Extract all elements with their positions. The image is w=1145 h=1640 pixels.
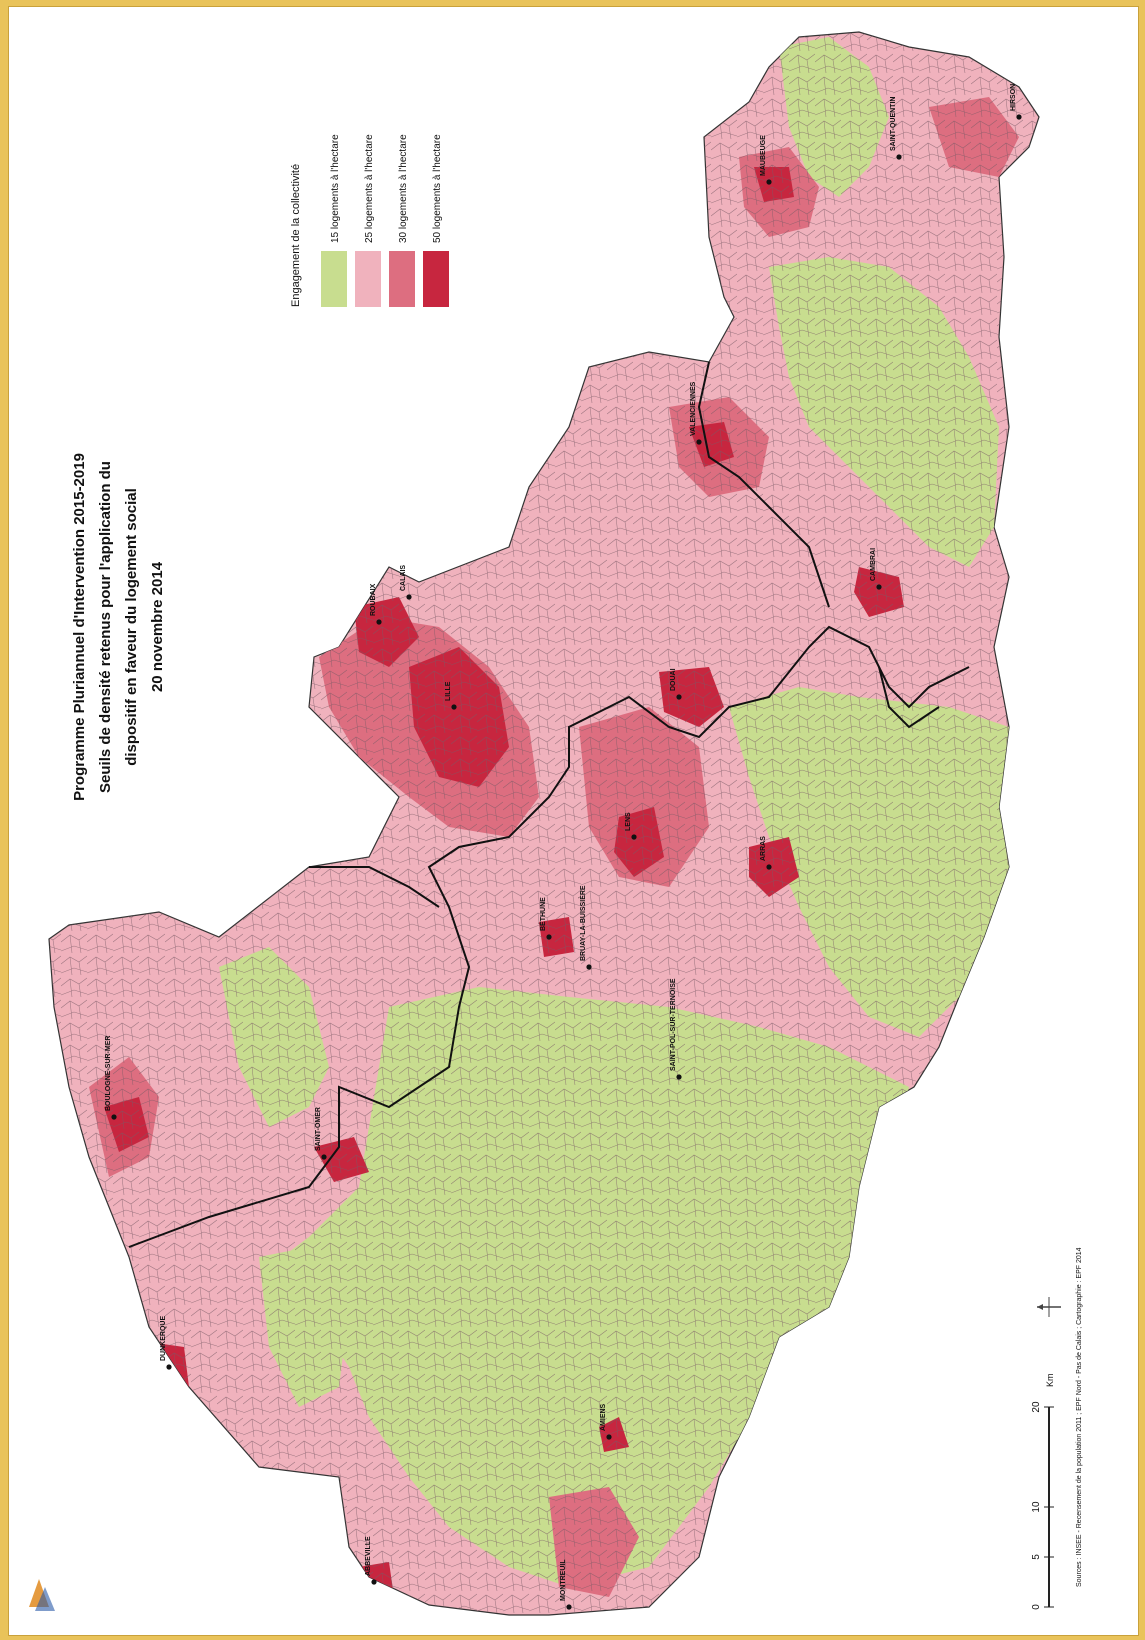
title-line-2: Seuils de densité retenus pour l'applica… bbox=[97, 461, 114, 793]
city-label: CALAIS bbox=[400, 565, 412, 600]
legend-swatch bbox=[423, 251, 449, 307]
department-boundary-aisne bbox=[697, 361, 830, 608]
city-dot bbox=[546, 934, 552, 940]
title-line-1: Programme Pluriannuel d'Intervention 201… bbox=[71, 453, 88, 801]
city-label: AMIENS bbox=[600, 1403, 612, 1440]
city-labels: BOULOGNE-SUR-MER SAINT-OMER BÉTHUNE ARRAS LE… bbox=[105, 84, 1022, 1610]
city-label: SAINT-OMER bbox=[315, 1107, 327, 1160]
legend-item: 25 logements à l'hectare bbox=[355, 134, 381, 307]
city-label: LENS bbox=[625, 812, 637, 840]
city-label: SAINT-POL-SUR-TERNOISE bbox=[670, 978, 682, 1080]
department-boundary-oise bbox=[309, 866, 440, 908]
city-name: DUNKERQUE bbox=[160, 1316, 167, 1361]
department-boundary-somme bbox=[878, 666, 940, 729]
title-line-3: dispositif en faveur du logement social bbox=[123, 488, 140, 766]
scale-tick-10: 10 bbox=[1031, 1501, 1042, 1513]
city-name: DOUAI bbox=[670, 668, 677, 691]
city-dot bbox=[566, 1604, 572, 1610]
city-name: LILLE bbox=[445, 681, 452, 701]
legend-swatch bbox=[321, 251, 347, 307]
city-dot bbox=[406, 594, 412, 600]
city-dot bbox=[111, 1114, 117, 1120]
city-name: ROUBAIX bbox=[370, 583, 377, 616]
city-dot bbox=[676, 694, 682, 700]
city-name: ABBEVILLE bbox=[365, 1536, 372, 1576]
city-name: BOULOGNE-SUR-MER bbox=[105, 1036, 112, 1111]
city-dot bbox=[696, 439, 702, 445]
city-dot bbox=[676, 1074, 682, 1080]
city-dot bbox=[766, 179, 772, 185]
city-label: ARRAS bbox=[760, 836, 772, 870]
legend-swatch bbox=[355, 251, 381, 307]
city-name: MONTREUIL bbox=[560, 1559, 567, 1601]
city-dot bbox=[376, 619, 382, 625]
north-arrow-icon bbox=[1037, 1297, 1061, 1317]
city-name: SAINT-POL-SUR-TERNOISE bbox=[670, 978, 677, 1071]
scale-bar: 0 5 10 20 Km bbox=[1031, 1374, 1055, 1610]
city-label: HIRSON bbox=[1010, 84, 1022, 120]
city-dot bbox=[586, 964, 592, 970]
legend-label: 30 logements à l'hectare bbox=[398, 134, 409, 243]
city-label: MONTREUIL bbox=[560, 1559, 572, 1610]
city-dot bbox=[896, 154, 902, 160]
city-label: DUNKERQUE bbox=[160, 1316, 172, 1370]
map-canvas: Programme Pluriannuel d'Intervention 201… bbox=[29, 31, 1083, 1616]
city-label: ROUBAIX bbox=[370, 583, 382, 625]
city-dot bbox=[166, 1364, 172, 1370]
footer-sources: Sources : INSEE - Recensement de la popu… bbox=[1076, 1247, 1083, 1587]
city-name: SAINT-OMER bbox=[315, 1107, 322, 1151]
legend-label: 50 logements à l'hectare bbox=[432, 134, 443, 243]
map-title: Programme Pluriannuel d'Intervention 201… bbox=[71, 453, 166, 801]
city-label: BOULOGNE-SUR-MER bbox=[105, 1036, 117, 1120]
city-label: BRUAY-LA-BUISSIÈRE bbox=[578, 885, 592, 970]
city-label: BÉTHUNE bbox=[538, 897, 552, 940]
city-dot bbox=[1016, 114, 1022, 120]
density-zones bbox=[49, 32, 1039, 1615]
map-frame: Programme Pluriannuel d'Intervention 201… bbox=[8, 6, 1139, 1636]
department-boundary-nord-pas-de-calais bbox=[128, 625, 970, 1248]
city-dot bbox=[451, 704, 457, 710]
legend-item: 30 logements à l'hectare bbox=[389, 134, 415, 307]
city-label: ABBEVILLE bbox=[365, 1536, 377, 1585]
city-label: DOUAI bbox=[670, 668, 682, 700]
city-name: AMIENS bbox=[600, 1403, 607, 1431]
city-dot bbox=[876, 584, 882, 590]
scale-unit: Km bbox=[1045, 1374, 1055, 1388]
city-name: CAMBRAI bbox=[870, 548, 877, 581]
city-name: HIRSON bbox=[1010, 84, 1017, 111]
commune-boundaries bbox=[49, 32, 1039, 1615]
city-label: VALENCIENNES bbox=[690, 381, 702, 445]
legend-swatch bbox=[389, 251, 415, 307]
legend-label: 15 logements à l'hectare bbox=[330, 134, 341, 243]
sources-text: Sources : INSEE - Recensement de la popu… bbox=[1076, 1247, 1083, 1587]
city-label: SAINT-QUENTIN bbox=[890, 97, 902, 160]
city-label: LILLE bbox=[445, 681, 457, 710]
city-name: ARRAS bbox=[760, 836, 767, 861]
scale-tick-0: 0 bbox=[1031, 1604, 1042, 1610]
city-dot bbox=[766, 864, 772, 870]
scale-tick-5: 5 bbox=[1031, 1554, 1042, 1560]
city-dot bbox=[371, 1579, 377, 1585]
city-label: CAMBRAI bbox=[870, 548, 882, 590]
city-name: LENS bbox=[625, 812, 632, 831]
title-line-4: 20 novembre 2014 bbox=[149, 561, 166, 692]
city-name: VALENCIENNES bbox=[690, 381, 697, 436]
city-name: SAINT-QUENTIN bbox=[890, 97, 897, 151]
legend-item: 15 logements à l'hectare bbox=[321, 134, 347, 307]
city-name: BÉTHUNE bbox=[538, 897, 547, 931]
city-dot bbox=[606, 1434, 612, 1440]
city-name: MAUBEUGE bbox=[760, 135, 767, 176]
city-dot bbox=[631, 834, 637, 840]
scale-tick-20: 20 bbox=[1031, 1401, 1042, 1413]
city-dot bbox=[321, 1154, 327, 1160]
legend: Engagement de la collectivité 15 logemen… bbox=[290, 134, 449, 307]
city-label: MAUBEUGE bbox=[760, 135, 772, 185]
city-name: BRUAY-LA-BUISSIÈRE bbox=[578, 885, 587, 961]
legend-label: 25 logements à l'hectare bbox=[364, 134, 375, 243]
legend-title: Engagement de la collectivité bbox=[290, 164, 302, 307]
epf-logo-icon bbox=[29, 1579, 55, 1611]
city-name: CALAIS bbox=[400, 565, 407, 591]
legend-item: 50 logements à l'hectare bbox=[423, 134, 449, 307]
